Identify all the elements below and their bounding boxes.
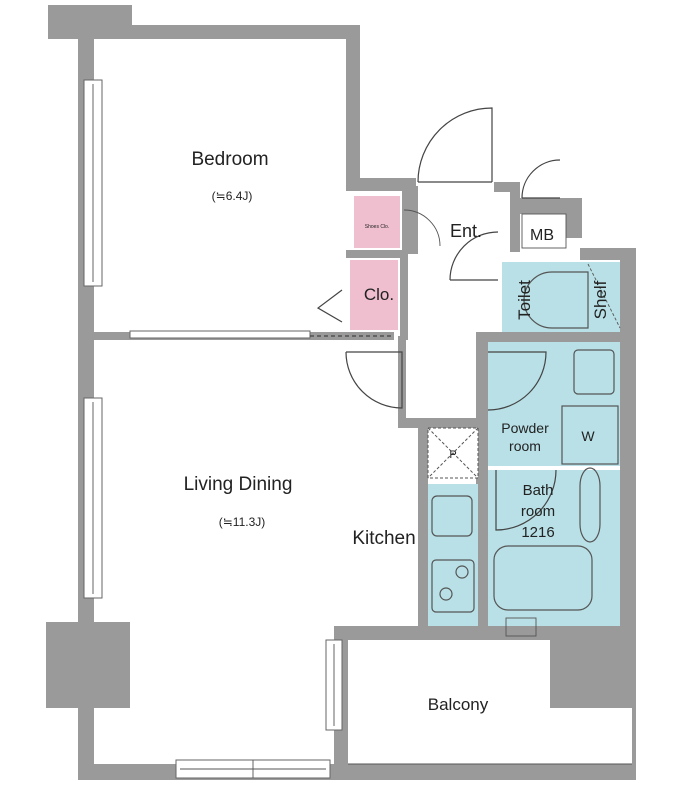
bathroom-label-line1: Bath xyxy=(523,482,554,499)
windows xyxy=(83,79,343,779)
balcony-label: Balcony xyxy=(428,695,489,714)
living-label: Living Dining xyxy=(184,474,293,495)
shoes-closet xyxy=(354,196,400,248)
bathroom-label-line2: room xyxy=(521,503,555,520)
fixtures xyxy=(348,213,632,765)
living-size: (≒11.3J) xyxy=(219,515,266,529)
doors xyxy=(310,107,561,531)
shoes-closet-label: Shoes Clo. xyxy=(365,224,389,230)
shelf-label: Shelf xyxy=(591,280,610,319)
pipe-space-label: P xyxy=(449,449,456,461)
bedroom-label: Bedroom xyxy=(191,149,268,170)
powder-room-label-line2: room xyxy=(509,438,541,454)
powder-room-label-line1: Powder xyxy=(501,420,549,436)
washer-label: W xyxy=(581,428,595,444)
mb-label: MB xyxy=(530,227,554,244)
bathroom-label-line3: 1216 xyxy=(521,524,554,541)
closet xyxy=(350,260,398,330)
labels: Bedroom (≒6.4J) Living Dining (≒11.3J) K… xyxy=(184,149,610,714)
bedroom-size: (≒6.4J) xyxy=(212,189,253,203)
entrance-label: Ent. xyxy=(450,221,482,241)
closet-label: Clo. xyxy=(364,285,394,304)
toilet-label: Toilet xyxy=(515,280,534,320)
wet-areas xyxy=(428,262,620,626)
kitchen-label: Kitchen xyxy=(352,528,415,549)
